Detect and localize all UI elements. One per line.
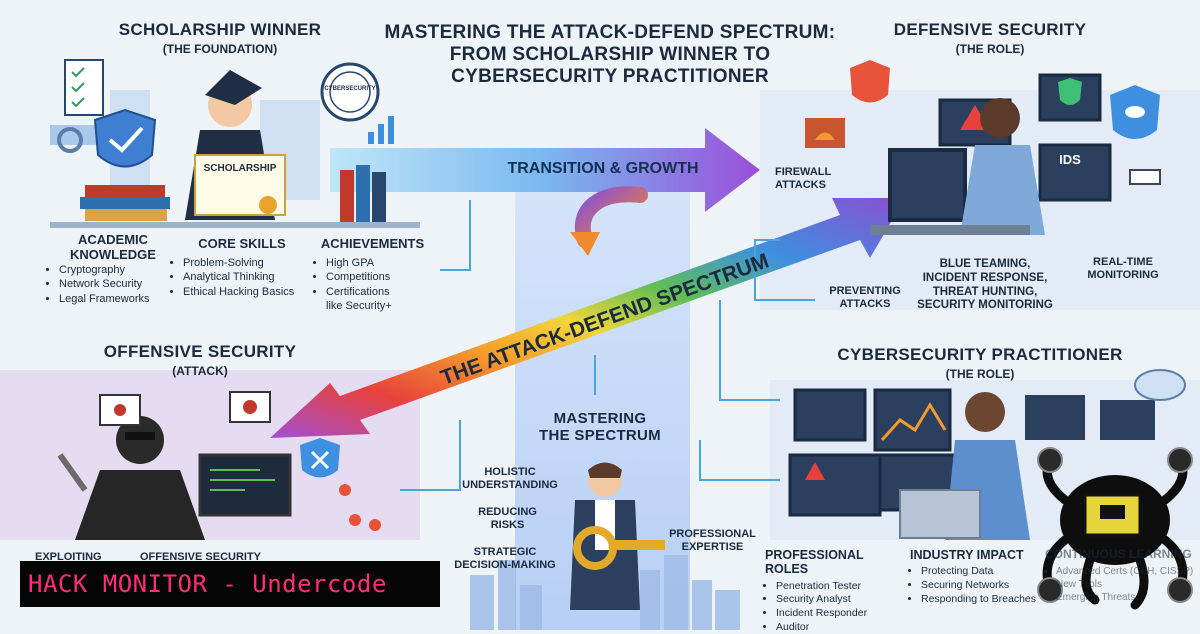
roles-title: PROFESSIONAL ROLES [765, 548, 864, 577]
roles-list: Penetration Tester Security Analyst Inci… [765, 580, 905, 634]
transition-label: TRANSITION & GROWTH [507, 160, 699, 177]
list-item: Ethical Hacking Basics [183, 285, 312, 300]
list-item: Legal Frameworks [59, 292, 178, 307]
academic-title-2: KNOWLEDGE [70, 246, 156, 262]
curved-arrow [574, 186, 648, 248]
offensive-heading: OFFENSIVE SECURITY [103, 342, 297, 361]
offensive-bottom-label: OFFENSIVE SECURITY [140, 551, 262, 563]
ids-label: IDS [1059, 152, 1081, 167]
mastering-line-1: MASTERING [553, 410, 647, 427]
practitioner-illustration [788, 369, 1186, 540]
continuous-learning-block: CONTINUOUS LEARNING Advanced Certs (CEH,… [1045, 547, 1195, 604]
list-item: Advanced Certs (CEH, CISSP) [1056, 565, 1195, 578]
scholarship-subheading: (THE FOUNDATION) [162, 42, 278, 56]
academic-title-1: ACADEMIC [77, 232, 149, 247]
title-line-3: CYBERSECURITY PRACTITIONER [451, 65, 769, 87]
holistic-label: HOLISTIC UNDERSTANDING [462, 466, 558, 492]
transition-arrow [330, 128, 760, 212]
banner-text: HACK MONITOR - Undercode [28, 570, 387, 598]
academic-list: Cryptography Network Security Legal Fram… [48, 263, 178, 307]
badge-text: CYBERSECURITY [324, 86, 376, 92]
list-item: Problem-Solving [183, 256, 312, 271]
list-item: Competitions [326, 270, 430, 285]
list-item: Emerging Threats [1056, 591, 1195, 604]
core-skills-list: Problem-Solving Analytical Thinking Ethi… [172, 256, 312, 300]
mastering-heading: MASTERING THE SPECTRUM [530, 410, 670, 445]
preventing-label: PREVENTING ATTACKS [829, 285, 901, 311]
achievements-list: High GPA Competitions Certifications lik… [315, 256, 430, 314]
list-item: Securing Networks [921, 579, 1045, 593]
practitioner-subheading: (THE ROLE) [945, 367, 1015, 381]
impact-title: INDUSTRY IMPACT [910, 548, 1024, 562]
list-item: Cryptography [59, 263, 178, 278]
impact-list: Protecting Data Securing Networks Respon… [910, 565, 1045, 606]
offensive-subheading: (ATTACK) [172, 364, 228, 378]
scholarship-heading: SCHOLARSHIP WINNER [118, 20, 322, 39]
professional-roles-block: PROFESSIONAL ROLES Penetration Tester Se… [765, 548, 905, 634]
firewall-label: FIREWALL ATTACKS [775, 166, 832, 192]
scholarship-illustration [50, 59, 420, 228]
skyline [470, 555, 740, 630]
list-item: High GPA [326, 256, 430, 271]
list-item: Analytical Thinking [183, 270, 312, 285]
list-item: Network Security [59, 277, 178, 292]
list-item: New Tools [1056, 578, 1195, 591]
practitioner-heading: CYBERSECURITY PRACTITIONER [837, 345, 1123, 364]
defensive-illustration [805, 60, 1161, 235]
learning-title: CONTINUOUS LEARNING [1045, 547, 1192, 561]
certificate-label: SCHOLARSHIP [203, 163, 277, 174]
list-item: Certifications [326, 285, 430, 300]
list-item: Incident Responder [776, 607, 905, 621]
spectrum-arrow [270, 198, 905, 438]
learning-list: Advanced Certs (CEH, CISSP) New Tools Em… [1045, 565, 1195, 604]
realtime-label: REAL-TIME MONITORING [1087, 256, 1159, 282]
achievements-title: ACHIEVEMENTS [320, 236, 425, 251]
defensive-heading: DEFENSIVE SECURITY [893, 20, 1087, 39]
blue-team-label: BLUE TEAMING, INCIDENT RESPONSE, THREAT … [917, 258, 1053, 312]
mastering-illustration [570, 462, 665, 610]
mastering-line-2: THE SPECTRUM [539, 427, 661, 445]
achievements-block: ACHIEVEMENTS High GPA Competitions Certi… [315, 236, 430, 314]
list-item: Penetration Tester [776, 580, 905, 594]
list-item: like Security+ [326, 300, 392, 313]
list-item: Responding to Breaches [921, 593, 1045, 607]
offensive-illustration [57, 391, 381, 540]
main-title: MASTERING THE ATTACK-DEFEND SPECTRUM: FR… [370, 22, 850, 88]
core-skills-block: CORE SKILLS Problem-Solving Analytical T… [172, 236, 312, 300]
list-item: Auditor [776, 621, 905, 634]
hack-monitor-banner: HACK MONITOR - Undercode [20, 561, 440, 607]
industry-impact-block: INDUSTRY IMPACT Protecting Data Securing… [910, 548, 1045, 606]
defensive-subheading: (THE ROLE) [955, 42, 1025, 56]
reducing-label: REDUCING RISKS [478, 506, 537, 532]
academic-knowledge-block: ACADEMIC KNOWLEDGE Cryptography Network … [48, 232, 178, 307]
undercode-octopus-logo [1037, 447, 1193, 610]
exploiting-label: EXPLOITING [35, 551, 102, 563]
list-item: Protecting Data [921, 565, 1045, 579]
strategic-label: STRATEGIC DECISION-MAKING [454, 546, 556, 572]
core-skills-title: CORE SKILLS [198, 236, 286, 251]
title-line-2: FROM SCHOLARSHIP WINNER TO [449, 43, 771, 65]
list-item: Security Analyst [776, 593, 905, 607]
title-line-1: MASTERING THE ATTACK-DEFEND SPECTRUM: [384, 22, 836, 43]
professional-expertise-label: PROFESSIONAL EXPERTISE [669, 528, 756, 554]
connector-lines [400, 200, 815, 491]
